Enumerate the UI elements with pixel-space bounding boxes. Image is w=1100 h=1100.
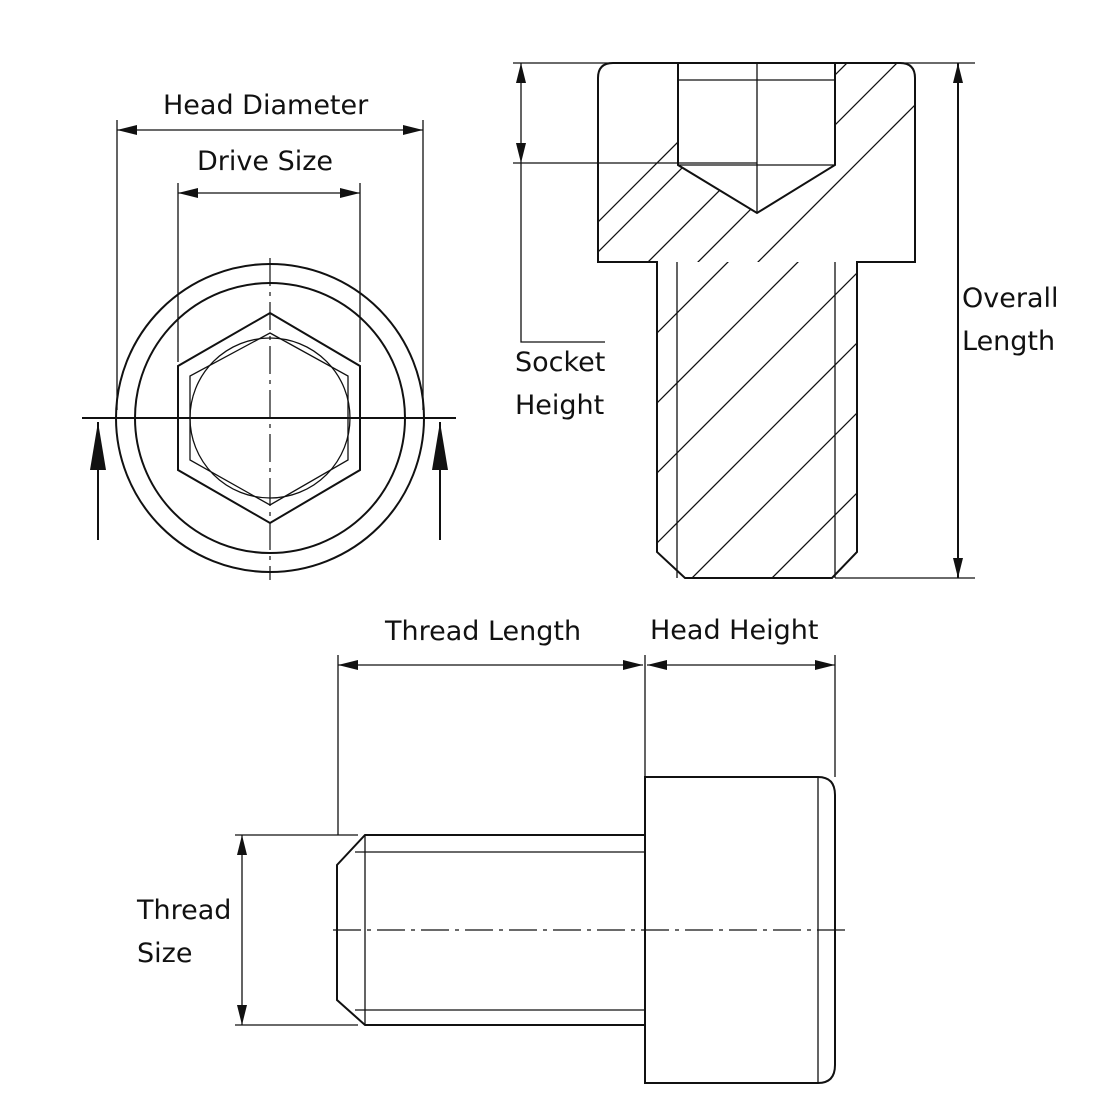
drive-size-label: Drive Size — [197, 146, 333, 177]
end-view — [82, 120, 456, 580]
head-hatching — [598, 63, 915, 262]
head-diameter-label: Head Diameter — [163, 90, 369, 121]
side-view — [235, 655, 845, 1084]
overall-length-label-line2: Length — [962, 326, 1056, 357]
thread-length-label: Thread Length — [385, 616, 582, 647]
head-side — [644, 776, 836, 1084]
socket-height-label-line1: Socket — [515, 347, 606, 378]
shank-hatching — [657, 262, 857, 578]
head-height-label: Head Height — [650, 615, 819, 646]
shank-side — [336, 834, 645, 1026]
thread-size-label-line1: Thread — [137, 895, 232, 926]
section-view — [513, 62, 975, 579]
screw-outline — [597, 62, 916, 579]
overall-length-label-line1: Overall — [962, 283, 1059, 314]
socket-height-label-line2: Height — [515, 390, 605, 421]
thread-size-label-line2: Size — [137, 938, 193, 969]
